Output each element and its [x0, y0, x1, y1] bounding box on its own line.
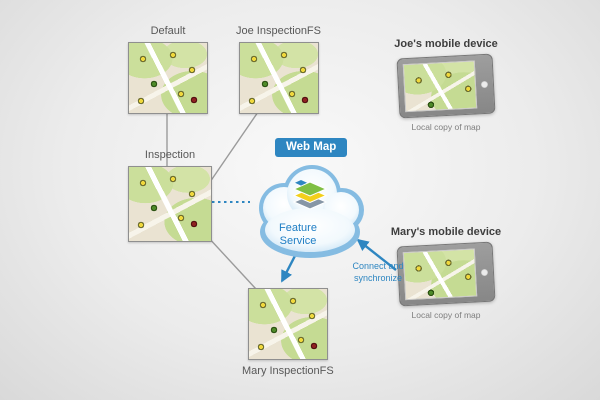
map-art	[403, 61, 477, 112]
map-thumbnail-mary-inspectionfs	[247, 288, 328, 360]
device-node-joe: Joe's mobile device Local copy of map	[394, 38, 498, 132]
map-thumbnail-inspection	[128, 166, 212, 242]
map-node-mary-inspectionfs: Mary InspectionFS	[242, 288, 334, 378]
connect-synchronize-label: Connect and synchronize	[352, 261, 404, 283]
tablet-home-button-icon	[480, 268, 489, 276]
cloud-icon	[259, 165, 364, 258]
map-label-joe-inspectionfs: Joe InspectionFS	[236, 25, 321, 37]
map-art	[239, 43, 318, 113]
device-title-joe: Joe's mobile device	[394, 38, 498, 50]
map-label-mary-inspectionfs: Mary InspectionFS	[242, 365, 334, 377]
gis-layers-icon	[292, 180, 328, 210]
web-map-badge: Web Map	[275, 138, 348, 157]
feature-service-label: Feature Service	[279, 222, 317, 248]
tablet-joe	[396, 53, 496, 119]
feature-service-cloud	[246, 156, 374, 264]
map-thumbnail-default	[128, 42, 208, 114]
map-node-inspection: Inspection	[128, 148, 212, 242]
map-label-inspection: Inspection	[144, 149, 196, 161]
map-art	[129, 167, 211, 241]
device-node-mary: Mary's mobile device Local copy of map	[390, 226, 502, 320]
map-art	[248, 289, 327, 359]
layers-icon	[291, 180, 329, 214]
device-caption-mary: Local copy of map	[411, 310, 481, 320]
map-node-joe-inspectionfs: Joe InspectionFS	[236, 24, 321, 114]
map-thumbnail-joe-inspectionfs	[238, 42, 319, 114]
tablet-screen-joe	[402, 60, 478, 113]
map-art	[129, 43, 207, 113]
device-caption-joe: Local copy of map	[411, 122, 481, 132]
map-node-default: Default	[128, 24, 208, 114]
tablet-home-button-icon	[480, 80, 489, 88]
map-label-default: Default	[150, 25, 186, 37]
device-title-mary: Mary's mobile device	[390, 226, 502, 238]
